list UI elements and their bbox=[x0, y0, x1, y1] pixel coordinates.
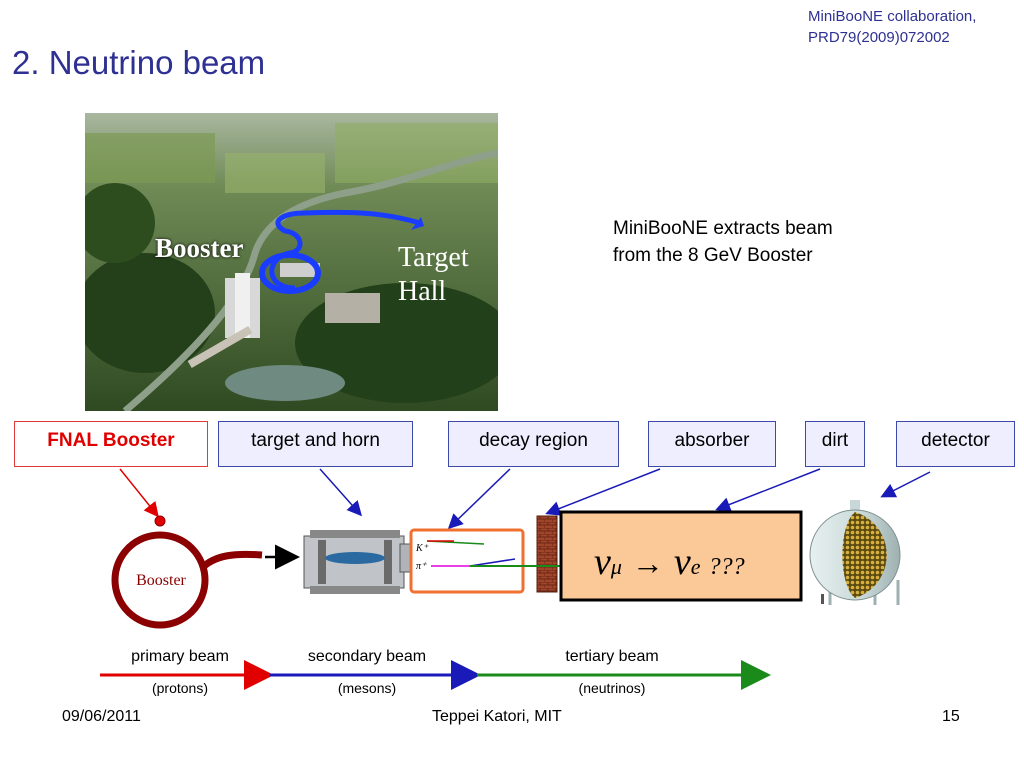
booster-point-icon bbox=[154, 515, 166, 527]
decay-region-icon bbox=[409, 528, 525, 594]
oscillation-box bbox=[559, 510, 803, 602]
dirt-box: dirt bbox=[805, 421, 865, 467]
e-subscript: e bbox=[690, 554, 701, 579]
target-horn-icon bbox=[303, 530, 411, 594]
kaon-label: K⁺ bbox=[416, 543, 428, 554]
primary-beam-label: primary beam bbox=[131, 648, 229, 665]
decay-region-box: decay region bbox=[448, 421, 619, 467]
detector-pointer-arrow bbox=[880, 471, 931, 498]
footer-date: 09/06/2011 bbox=[62, 708, 141, 725]
fnal-booster-box: FNAL Booster bbox=[14, 421, 208, 467]
extract-line-2: from the 8 GeV Booster bbox=[613, 245, 813, 266]
target-horn-box: target and horn bbox=[218, 421, 413, 467]
unknown-marks: ??? bbox=[708, 554, 745, 580]
extract-line-1: MiniBooNE extracts beam bbox=[613, 218, 833, 239]
horn-pointer-arrow bbox=[319, 468, 362, 517]
nu-symbol-2: ν bbox=[673, 541, 691, 583]
secondary-beam-sublabel: (mesons) bbox=[337, 680, 397, 696]
photo-target-line: Target bbox=[398, 242, 469, 273]
detector-sphere-icon bbox=[809, 500, 901, 605]
footer-page-number: 15 bbox=[942, 708, 960, 725]
aerial-photo-drawing bbox=[85, 113, 498, 411]
extract-text: MiniBooNE extracts beam from the 8 GeV B… bbox=[613, 215, 833, 269]
decay-pointer-arrow bbox=[447, 468, 511, 530]
fnal-pointer-arrow bbox=[119, 468, 159, 518]
footer-author: Teppei Katori, MIT bbox=[432, 708, 562, 725]
nu-symbol: ν bbox=[594, 541, 611, 583]
ring-label: Booster bbox=[136, 572, 186, 589]
absorber-pointer-arrow bbox=[545, 468, 661, 516]
absorber-box: absorber bbox=[648, 421, 776, 467]
primary-beam-sublabel: (protons) bbox=[151, 680, 209, 696]
citation: MiniBooNE collaboration, PRD79(2009)0720… bbox=[808, 6, 976, 48]
dirt-pointer-arrow bbox=[715, 468, 821, 512]
tertiary-beam-label: tertiary beam bbox=[565, 648, 659, 665]
pion-label: π⁺ bbox=[416, 561, 427, 572]
secondary-beam-label: secondary beam bbox=[307, 648, 427, 665]
oscillation-arrow: → bbox=[631, 545, 664, 581]
detector-box: detector bbox=[896, 421, 1015, 467]
citation-line-1: MiniBooNE collaboration, bbox=[808, 8, 977, 25]
photo-hall-line: Hall bbox=[398, 276, 447, 307]
mu-subscript: μ bbox=[610, 554, 622, 579]
slide-title: 2. Neutrino beam bbox=[12, 44, 266, 81]
citation-line-2: PRD79(2009)072002 bbox=[808, 29, 950, 46]
photo-booster-label: Booster bbox=[155, 233, 244, 263]
extraction-line bbox=[199, 550, 263, 571]
photo-target-hall-label: Target Hall bbox=[398, 241, 469, 309]
tertiary-beam-sublabel: (neutrinos) bbox=[578, 680, 646, 696]
oscillation-formula: νμ → νe ??? bbox=[594, 540, 745, 584]
aerial-photo: Booster Target Hall bbox=[85, 113, 498, 411]
booster-ring-icon bbox=[111, 531, 209, 629]
absorber-icon bbox=[536, 515, 558, 593]
